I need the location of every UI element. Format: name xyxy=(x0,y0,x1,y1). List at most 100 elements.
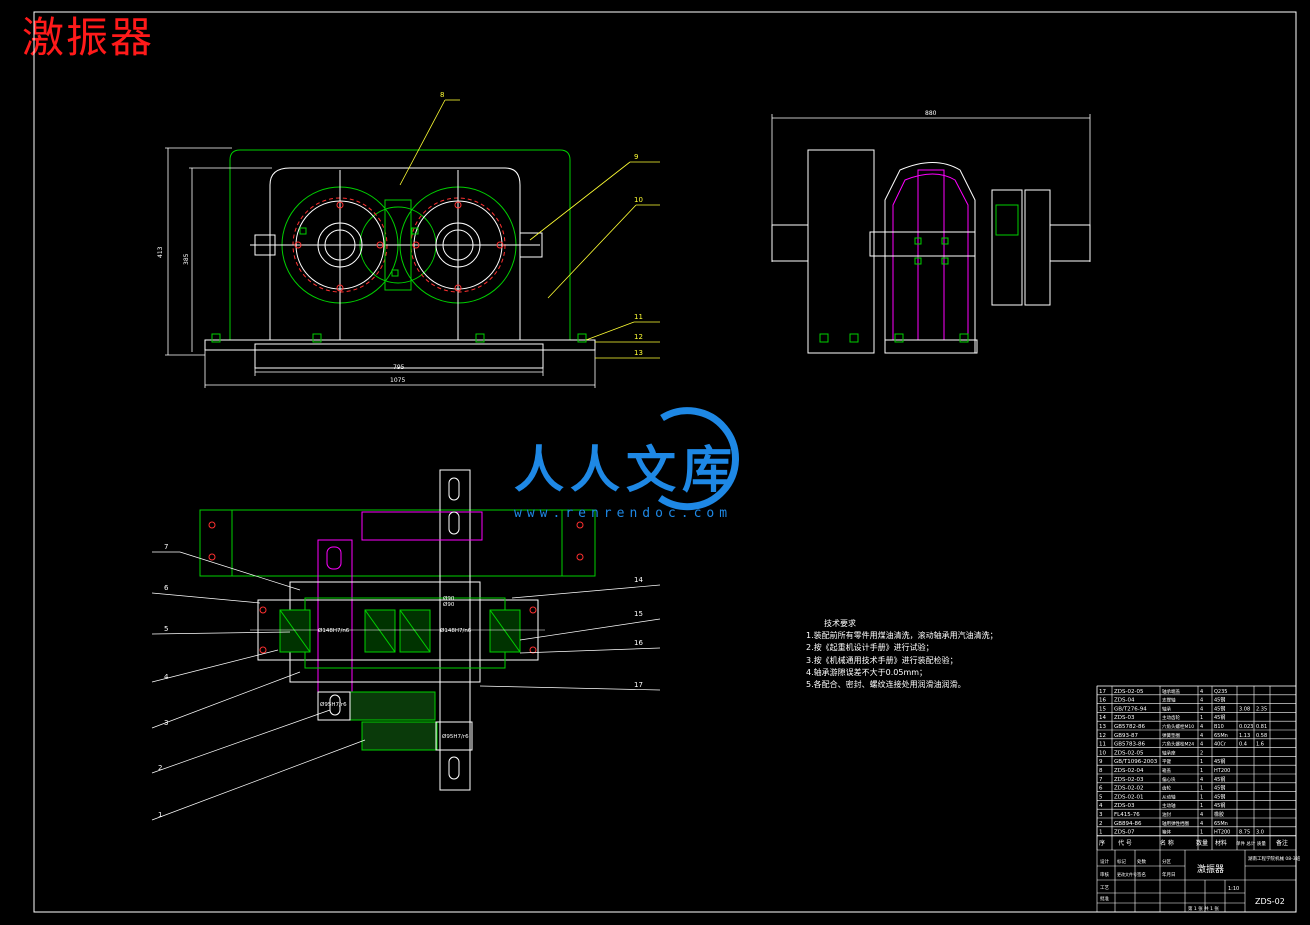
bom-cell: 4 xyxy=(1200,689,1203,695)
bom-cell: ZDS-02-05 xyxy=(1114,750,1144,756)
leader-label: 10 xyxy=(634,196,643,204)
bom-cell: 45钢 xyxy=(1214,785,1225,792)
bom-cell: 4 xyxy=(1200,698,1203,704)
bom-cell: 45钢 xyxy=(1214,758,1225,765)
bom-cell: ZDS-02-02 xyxy=(1114,786,1143,792)
leader-label: 7 xyxy=(164,543,168,551)
tb-cell: 审核 xyxy=(1100,871,1109,878)
bom-header: 序 xyxy=(1099,839,1105,847)
front-view xyxy=(165,99,660,388)
bom-cell: 主动轴 xyxy=(1162,802,1176,809)
bom-cell: ZDS-02-05 xyxy=(1114,689,1144,695)
fit-label: Ø90 xyxy=(443,601,455,608)
tb-cell: 更改文件号 xyxy=(1117,871,1137,877)
leader-label: 3 xyxy=(164,719,168,727)
fit-label: Ø148H7/n6 xyxy=(318,627,350,634)
bom-cell: 六角头螺栓M24 xyxy=(1162,741,1194,748)
bom-cell: 1.13 xyxy=(1239,733,1250,739)
leader-label: 1 xyxy=(158,811,162,819)
bom-cell: GB/T1096-2003 xyxy=(1114,759,1158,765)
technical-requirements: 技术要求 1.装配前所有零件用煤油清洗，滚动轴承用汽油清洗； 2.按《起重机设计… xyxy=(806,618,998,691)
bom-cell: 0.4 xyxy=(1239,742,1247,748)
tb-cell: 签名 xyxy=(1137,871,1146,878)
bom-cell: 9 xyxy=(1099,759,1103,765)
bom-cell: ZDS-04 xyxy=(1114,698,1135,704)
bom-cell: 6 xyxy=(1099,786,1103,792)
tb-cell: 工艺 xyxy=(1100,885,1109,891)
bom-cell: 从动轴 xyxy=(1162,793,1176,800)
leader-label: 4 xyxy=(164,673,169,681)
leader-label: 9 xyxy=(634,153,638,161)
watermark: 人人文库 www.renrendoc.com xyxy=(512,400,812,530)
fit-label: Ø148H7/n6 xyxy=(440,627,472,634)
bom-header: 单件 总计 质量 xyxy=(1236,840,1266,847)
section-view xyxy=(151,469,661,821)
leader-label: 12 xyxy=(634,333,643,341)
bom-cell: 六角头螺栓M10 xyxy=(1162,723,1194,730)
tb-cell: 分区 xyxy=(1162,858,1171,865)
bom-cell: 45钢 xyxy=(1214,697,1225,704)
leader-label: 16 xyxy=(634,639,643,647)
bom-cell: ZDS-03 xyxy=(1114,803,1135,809)
bom-header: 代 号 xyxy=(1118,839,1132,847)
dim-text: 413 xyxy=(157,246,164,258)
bom-cell: 弹簧垫圈 xyxy=(1162,732,1180,739)
bom-cell: 0.023 xyxy=(1239,724,1253,730)
bom-cell: 45钢 xyxy=(1214,705,1225,712)
bom-cell: 11 xyxy=(1099,742,1106,748)
bom-cell: 箱盖 xyxy=(1162,767,1171,774)
leader-label: 15 xyxy=(634,610,643,618)
fit-label: Ø95H7/r6 xyxy=(320,701,347,708)
leader-label: 11 xyxy=(634,313,643,321)
bom-cell: 3.0 xyxy=(1256,830,1264,836)
bom-cell: 2 xyxy=(1200,750,1203,756)
tb-cell: 设计 xyxy=(1100,858,1109,865)
bom-cell: 4 xyxy=(1200,724,1203,730)
leader-label: 13 xyxy=(634,349,643,357)
bom-cell: B10 xyxy=(1214,724,1224,730)
bom-cell: ZDS-02-03 xyxy=(1114,777,1144,783)
school-name: 湖南工程学院机械 08-3班 xyxy=(1248,855,1301,862)
bom-cell: ZDS-02-04 xyxy=(1114,768,1144,774)
bom-cell: 4 xyxy=(1200,742,1203,748)
bom-cell: 45钢 xyxy=(1214,793,1225,800)
bom-cell: 偏心块 xyxy=(1162,776,1176,783)
bom-cell: 1 xyxy=(1200,830,1203,836)
fit-label: Ø90 xyxy=(443,595,455,602)
dim-text: 1075 xyxy=(390,377,405,384)
bom-cell: 主动齿轮 xyxy=(1162,714,1180,721)
tb-cell: 年月日 xyxy=(1162,871,1176,878)
bom-cell: Q235 xyxy=(1214,689,1227,695)
bom-cell: 4 xyxy=(1200,706,1203,712)
bom-cell: 3 xyxy=(1099,812,1103,818)
bom-cell: 油封 xyxy=(1162,811,1171,818)
leader-label: 6 xyxy=(164,584,169,592)
tech-item: 1.装配前所有零件用煤油清洗，滚动轴承用汽油清洗； xyxy=(806,631,998,641)
side-view xyxy=(771,114,1091,354)
bom-header: 数量 xyxy=(1196,839,1208,847)
tb-cell: 批准 xyxy=(1100,895,1109,902)
bom-cell: ZDS-02-01 xyxy=(1114,794,1143,800)
bom-cell: 45钢 xyxy=(1214,776,1225,783)
bom-cell: 4 xyxy=(1200,821,1203,827)
bom-cell: 轴承 xyxy=(1162,705,1171,712)
bom-cell: 7 xyxy=(1099,777,1103,783)
bom-cell: 3.08 xyxy=(1239,706,1250,712)
bom-cell: 5 xyxy=(1099,794,1103,800)
bom-cell: 4 xyxy=(1200,812,1203,818)
bom-cell: 橡胶 xyxy=(1214,811,1224,818)
drawing-title: 激振器 xyxy=(22,13,155,62)
bom-cell: GB/T276-94 xyxy=(1114,706,1147,712)
bom-cell: 4 xyxy=(1200,733,1203,739)
leader-label: 2 xyxy=(158,764,162,772)
bom-cell: 箱体 xyxy=(1162,829,1171,836)
bom-cell: 12 xyxy=(1099,733,1106,739)
tb-cell: 处数 xyxy=(1137,858,1146,865)
bom-cell: HT200 xyxy=(1214,768,1230,774)
bom-cell: 65Mn xyxy=(1214,821,1228,827)
watermark-url: www.renrendoc.com xyxy=(514,506,733,521)
bom-cell: GB5783-86 xyxy=(1114,742,1146,748)
